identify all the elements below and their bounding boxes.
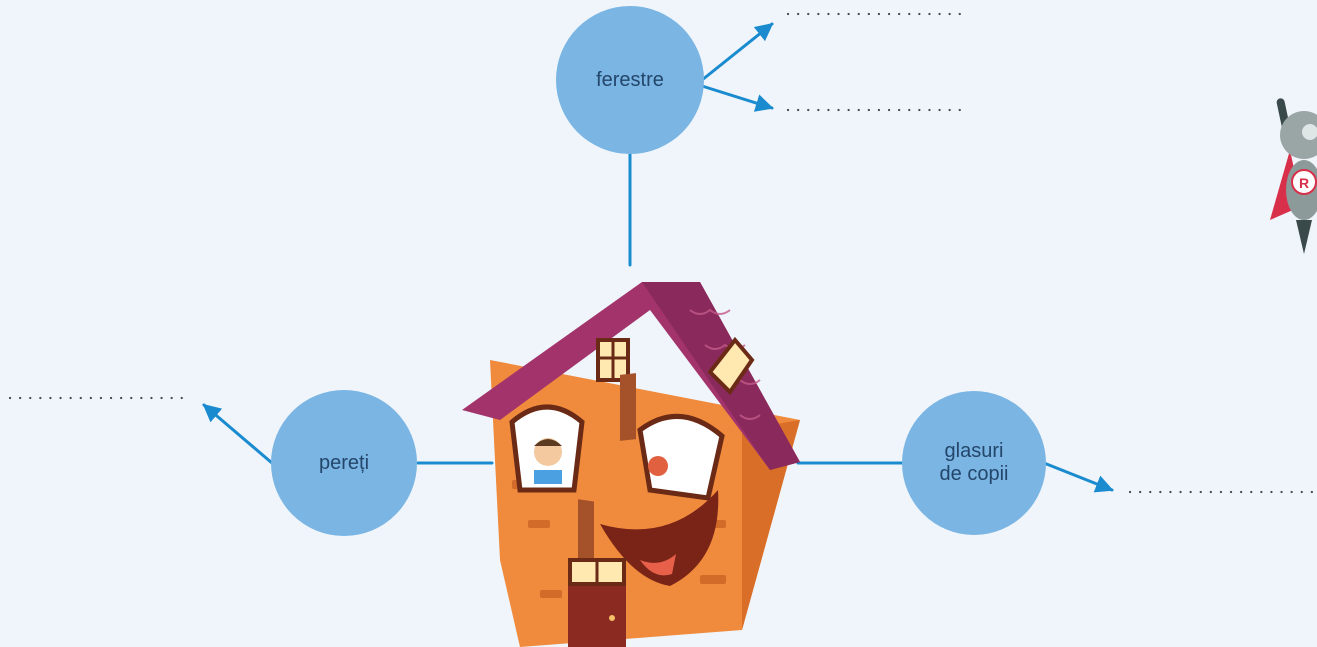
window-right [620,373,725,501]
bubble-pereti [271,390,417,536]
arrow-ferestre-top [700,22,774,82]
house-mouth [600,490,719,586]
window-left [509,404,594,574]
answer-lines [8,12,1314,494]
arrow-glasuri [1042,461,1114,493]
glasuri-label-line-2: de copii [939,463,1009,485]
robot-badge-letter: R [1299,175,1309,191]
arrow-pereti [202,403,274,465]
robot-mascot-icon: R [1270,98,1317,254]
node-label-pereti: pereți [282,443,406,483]
glasuri-label-line-1: glasuri [944,440,1004,462]
bubble-ferestre [556,6,704,154]
bubble-glasuri [902,391,1046,535]
house-illustration [462,282,800,647]
node-label-ferestre: ferestre [566,60,694,100]
connectors [202,22,1114,493]
arrow-ferestre-bottom [700,84,774,112]
pereti-label: pereți [318,451,370,474]
house-door [568,578,626,647]
ferestre-label: ferestre [596,68,664,91]
node-label-glasuri: glasuri de copii [912,436,1036,490]
